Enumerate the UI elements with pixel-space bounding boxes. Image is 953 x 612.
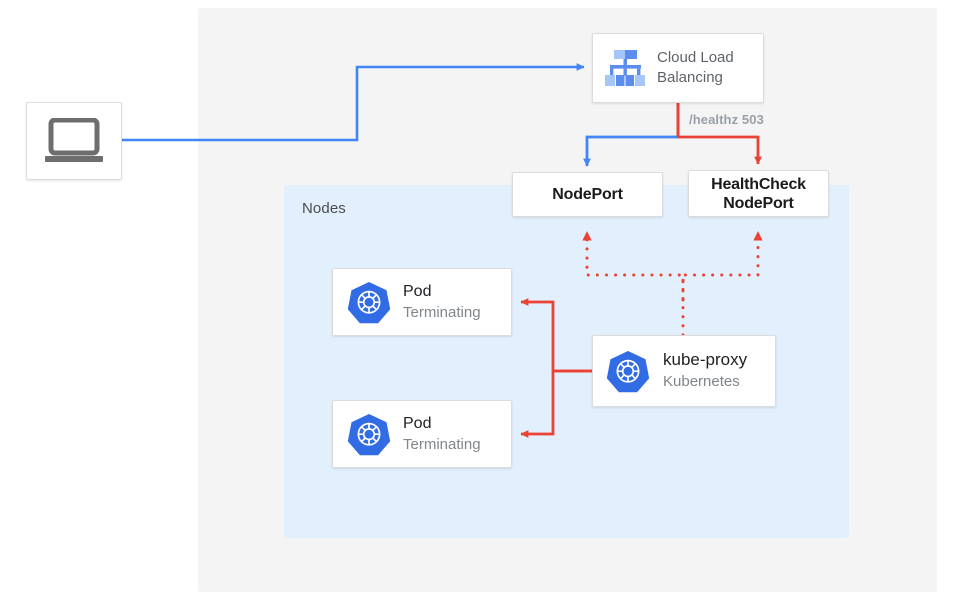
pod-card-1[interactable]: Pod Terminating (332, 268, 512, 336)
healthcheck-nodeport-label: HealthCheck NodePort (711, 175, 806, 213)
pod-1-text: Pod Terminating (403, 282, 481, 322)
kube-proxy-card[interactable]: kube-proxy Kubernetes (592, 335, 776, 407)
kubernetes-icon (347, 414, 391, 456)
client-laptop-card[interactable] (26, 102, 122, 180)
hcnp-line-1: HealthCheck (711, 175, 806, 193)
pod-1-status: Terminating (403, 304, 481, 321)
healthz-edge-label: /healthz 503 (689, 112, 764, 127)
pod-2-status: Terminating (403, 436, 481, 453)
nodeport-card[interactable]: NodePort (512, 172, 663, 217)
kubernetes-icon (347, 282, 391, 324)
pod-2-title: Pod (403, 415, 432, 432)
pod-card-2[interactable]: Pod Terminating (332, 400, 512, 468)
kube-proxy-text: kube-proxy Kubernetes (663, 350, 747, 392)
kube-proxy-title: kube-proxy (663, 350, 748, 369)
kubernetes-icon (606, 351, 650, 393)
pod-1-title: Pod (403, 283, 432, 300)
kube-proxy-subtitle: Kubernetes (663, 373, 740, 390)
clb-title-line-2: Balancing (657, 69, 723, 86)
hcnp-line-2: NodePort (723, 194, 794, 212)
cloud-load-balancing-label: Cloud Load Balancing (657, 48, 734, 88)
nodes-region-label: Nodes (302, 200, 346, 217)
pod-2-text: Pod Terminating (403, 414, 481, 454)
laptop-icon (45, 118, 103, 162)
clb-title-line-1: Cloud Load (657, 49, 734, 66)
cloud-load-balancing-icon (605, 50, 645, 86)
cloud-load-balancing-card[interactable]: Cloud Load Balancing (592, 33, 764, 103)
healthcheck-nodeport-card[interactable]: HealthCheck NodePort (688, 170, 829, 217)
nodeport-label: NodePort (552, 185, 623, 203)
